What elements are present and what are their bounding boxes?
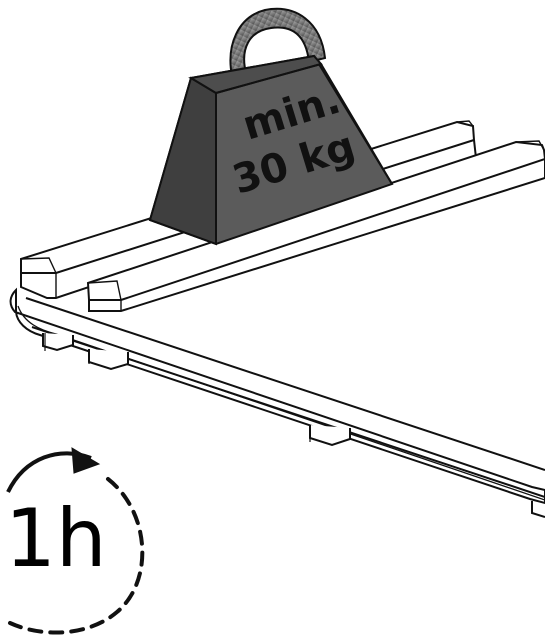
clock-arrow-icon: 1h	[5, 447, 145, 635]
timer-duration-label: 1h	[5, 492, 107, 585]
weight-block: min. 30 kg	[148, 7, 394, 246]
board-feet	[42, 333, 545, 518]
board-panel	[9, 287, 545, 505]
